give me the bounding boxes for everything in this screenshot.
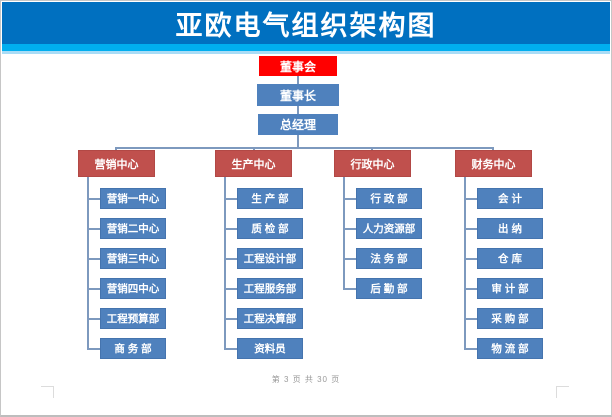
connector-tick bbox=[343, 288, 357, 290]
org-node: 采 购 部 bbox=[477, 308, 543, 329]
connector-tick bbox=[87, 288, 101, 290]
connector-spine bbox=[343, 177, 345, 288]
banner-accent-strip-light bbox=[2, 51, 610, 54]
page-title: 亚欧电气组织架构图 bbox=[175, 10, 437, 41]
connector-spine bbox=[464, 177, 466, 348]
org-node: 营销一中心 bbox=[100, 188, 166, 209]
org-node-center: 行政中心 bbox=[334, 150, 411, 177]
connector-tick bbox=[224, 228, 238, 230]
org-node: 人力资源部 bbox=[356, 218, 422, 239]
connector-drop bbox=[253, 147, 255, 151]
connector-tick bbox=[87, 258, 101, 260]
org-column-marketing: 营销中心 营销一中心营销二中心营销三中心营销四中心工程预算部商 务 部 bbox=[78, 150, 168, 370]
connector-tick bbox=[464, 228, 478, 230]
org-column-finance: 财务中心 会 计出 纳仓 库审 计 部采 购 部物 流 部 bbox=[455, 150, 545, 370]
connector-tick bbox=[87, 228, 101, 230]
org-node: 营销三中心 bbox=[100, 248, 166, 269]
connector-tick bbox=[464, 348, 478, 350]
connector-tick bbox=[464, 318, 478, 320]
org-node: 营销四中心 bbox=[100, 278, 166, 299]
org-node-board: 董事会 bbox=[259, 56, 337, 76]
connector-tick bbox=[464, 288, 478, 290]
org-node-chairman: 董事长 bbox=[257, 84, 339, 106]
margin-mark bbox=[41, 386, 54, 387]
connector-line bbox=[297, 76, 299, 84]
connector-tick bbox=[224, 288, 238, 290]
org-node: 会 计 bbox=[477, 188, 543, 209]
org-node: 工程服务部 bbox=[237, 278, 303, 299]
connector-spine bbox=[87, 177, 89, 348]
banner-accent-strip bbox=[2, 44, 610, 51]
connector-tick bbox=[224, 348, 238, 350]
org-node: 审 计 部 bbox=[477, 278, 543, 299]
connector-line bbox=[297, 135, 299, 147]
connector-spine bbox=[224, 177, 226, 348]
connector-tick bbox=[224, 198, 238, 200]
org-node: 工程决算部 bbox=[237, 308, 303, 329]
connector-tick bbox=[343, 198, 357, 200]
org-node: 后 勤 部 bbox=[356, 278, 422, 299]
connector-tick bbox=[224, 258, 238, 260]
org-node: 生 产 部 bbox=[237, 188, 303, 209]
connector-drop bbox=[371, 147, 373, 151]
margin-mark bbox=[556, 386, 557, 398]
page-number: 第 3 页 共 30 页 bbox=[271, 375, 341, 384]
connector-tick bbox=[87, 318, 101, 320]
org-node: 营销二中心 bbox=[100, 218, 166, 239]
connector-drop bbox=[492, 147, 494, 151]
org-node: 仓 库 bbox=[477, 248, 543, 269]
org-node-center: 生产中心 bbox=[215, 150, 292, 177]
connector-tick bbox=[343, 258, 357, 260]
connector-line bbox=[297, 106, 299, 114]
org-node: 质 检 部 bbox=[237, 218, 303, 239]
margin-mark bbox=[53, 386, 54, 398]
org-node: 物 流 部 bbox=[477, 338, 543, 359]
connector-tick bbox=[87, 198, 101, 200]
connector-tick bbox=[224, 318, 238, 320]
org-node: 工程预算部 bbox=[100, 308, 166, 329]
connector-tick bbox=[464, 258, 478, 260]
org-node: 工程设计部 bbox=[237, 248, 303, 269]
org-node: 行 政 部 bbox=[356, 188, 422, 209]
org-node: 法 务 部 bbox=[356, 248, 422, 269]
connector-tick bbox=[464, 198, 478, 200]
org-column-production: 生产中心 生 产 部质 检 部工程设计部工程服务部工程决算部资料员 bbox=[215, 150, 305, 370]
connector-tick bbox=[87, 348, 101, 350]
org-node: 出 纳 bbox=[477, 218, 543, 239]
title-banner: 亚欧电气组织架构图 bbox=[2, 2, 610, 44]
connector-drop bbox=[115, 147, 117, 151]
connector-rail bbox=[116, 147, 494, 149]
connector-tick bbox=[343, 228, 357, 230]
org-node-general-manager: 总经理 bbox=[258, 114, 338, 135]
org-column-administration: 行政中心 行 政 部人力资源部法 务 部后 勤 部 bbox=[334, 150, 424, 370]
org-node-center: 财务中心 bbox=[455, 150, 532, 177]
org-node-center: 营销中心 bbox=[78, 150, 155, 177]
org-node: 资料员 bbox=[237, 338, 303, 359]
margin-mark bbox=[556, 386, 569, 387]
org-node: 商 务 部 bbox=[100, 338, 166, 359]
